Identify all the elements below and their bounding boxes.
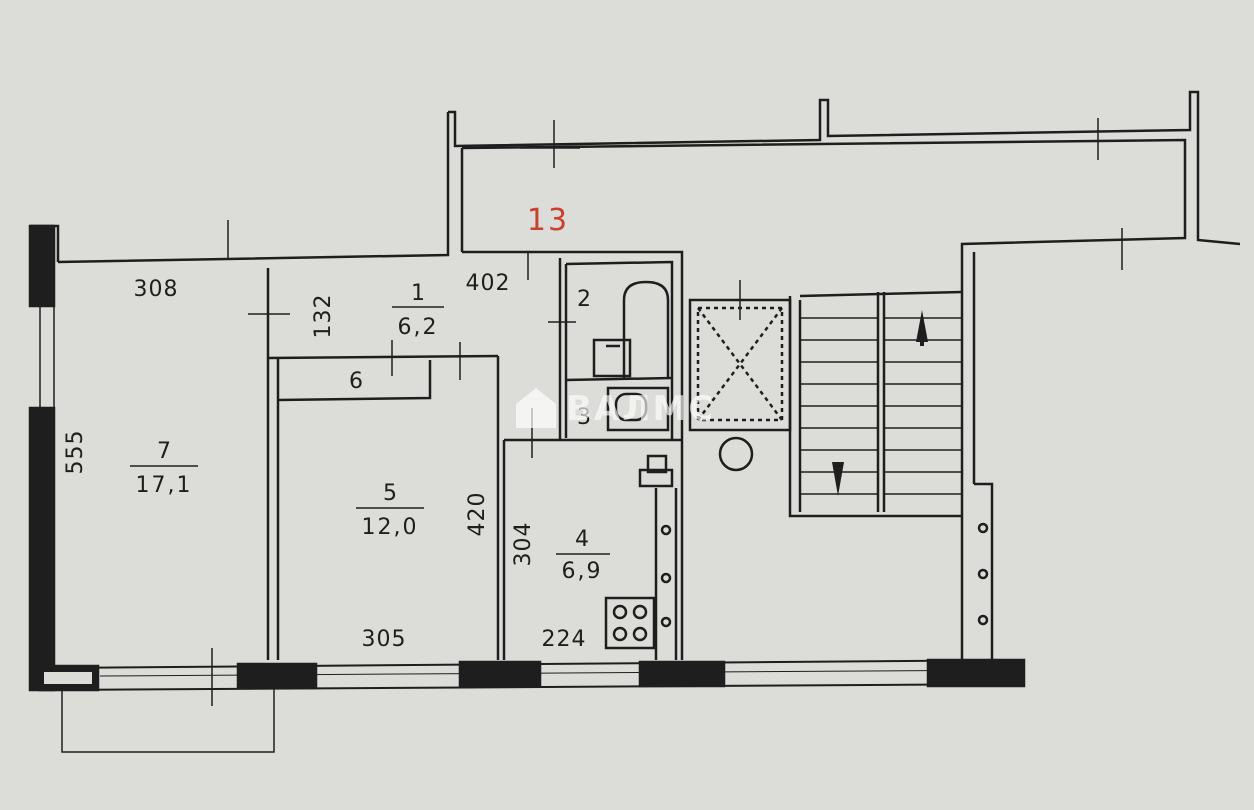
dimension-305: 305 [362, 627, 407, 652]
room-6-number: 6 [349, 369, 363, 394]
dimension-555: 555 [63, 430, 88, 475]
room-1-number: 1 [411, 281, 425, 306]
room-5-area: 12,0 [362, 515, 419, 540]
dimension-308: 308 [134, 277, 179, 302]
dimension-132: 132 [311, 294, 336, 339]
house-logo-icon [516, 388, 556, 428]
dimension-labels: 308 402 132 555 420 304 305 224 [63, 271, 587, 652]
dimension-420: 420 [465, 492, 490, 537]
room-4-area: 6,9 [562, 559, 603, 584]
dimension-402: 402 [466, 271, 511, 296]
watermark-text: ВАЛМС [566, 389, 715, 429]
walls [28, 90, 1241, 753]
room-5-number: 5 [383, 481, 397, 506]
room-3-number: 3 [577, 405, 591, 430]
room-2-number: 2 [577, 287, 591, 312]
watermark: ВАЛМС [516, 388, 715, 429]
stair-arrows [832, 310, 928, 496]
room-labels: 1 6,2 2 3 4 6,9 5 12,0 6 7 17,1 [130, 281, 610, 584]
dimension-224: 224 [542, 627, 587, 652]
apartment-number: 13 [527, 203, 569, 238]
room-4-number: 4 [575, 527, 589, 552]
room-7-area: 17,1 [136, 473, 193, 498]
room-1-area: 6,2 [398, 315, 439, 340]
room-7-number: 7 [157, 439, 171, 464]
dimension-304: 304 [511, 522, 536, 567]
